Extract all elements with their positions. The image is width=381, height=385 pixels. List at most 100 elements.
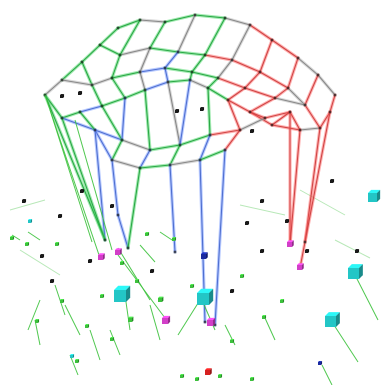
cube-marker-side: [78, 358, 80, 363]
cube-marker-top: [58, 213, 63, 215]
mesh-edge: [304, 127, 321, 243]
stem-line: [177, 299, 201, 336]
cube-marker: [75, 358, 80, 363]
mesh-edge: [127, 167, 141, 249]
cube-marker-front: [190, 285, 193, 288]
mesh-edge: [227, 99, 241, 131]
cube-marker-top: [35, 318, 40, 320]
mesh-edge: [101, 105, 123, 141]
mesh-edge: [139, 71, 146, 91]
cube-marker-side: [321, 360, 323, 365]
mesh-edge: [199, 149, 226, 161]
cube-marker-front: [100, 295, 103, 298]
cube-marker: [58, 213, 63, 218]
cube-marker: [28, 218, 33, 223]
cube-marker-front: [55, 243, 58, 246]
cube-marker: [230, 338, 235, 343]
cube-marker: [205, 368, 212, 375]
cube-marker-front: [50, 280, 53, 283]
mesh-edge: [299, 127, 321, 131]
cube-marker-front: [40, 255, 43, 258]
cube-marker-top: [28, 218, 33, 220]
cube-marker-front: [172, 238, 175, 241]
mesh-node: [80, 60, 84, 64]
mesh-edge: [61, 117, 96, 131]
mesh-node: [333, 93, 337, 97]
cube-marker-front: [330, 180, 333, 183]
mesh-edge: [91, 84, 103, 107]
mesh-node: [216, 76, 220, 80]
cube-marker-top: [287, 240, 294, 242]
cube-marker-top: [245, 220, 250, 222]
mesh-node: [78, 110, 82, 114]
mesh-edge: [319, 111, 331, 129]
cube-marker-side: [38, 318, 40, 323]
stem-line: [64, 304, 81, 336]
mesh-edge: [231, 24, 251, 61]
cube-marker: [218, 373, 223, 378]
mesh-node: [298, 128, 302, 132]
mesh-node: [263, 116, 267, 120]
cube-marker-top: [25, 241, 30, 243]
cube-marker: [280, 298, 285, 303]
cube-marker: [60, 298, 65, 303]
cube-marker-top: [110, 203, 115, 205]
cube-marker-front: [75, 360, 78, 363]
mesh-node: [318, 126, 322, 130]
cube-marker-front: [245, 222, 248, 225]
mesh-edge: [244, 87, 276, 99]
cube-marker-front: [285, 220, 288, 223]
mesh-edge: [61, 111, 81, 119]
mesh-edge: [164, 51, 179, 69]
cube-marker-side: [43, 253, 45, 258]
mesh-edge: [274, 87, 289, 99]
cube-marker-side: [193, 283, 195, 288]
cube-marker-top: [260, 248, 265, 250]
cube-marker-front: [25, 243, 28, 246]
cube-marker: [348, 264, 363, 279]
cube-marker-side: [123, 260, 125, 265]
cube-marker-side: [126, 285, 131, 302]
cube-marker-side: [63, 298, 65, 303]
mesh-edge: [299, 111, 331, 269]
mesh-edge: [191, 71, 219, 79]
cube-marker-front: [58, 215, 61, 218]
cube-marker-front: [230, 290, 233, 293]
mesh-edge: [297, 57, 319, 76]
mesh-edge: [317, 74, 336, 96]
mesh-edge: [61, 79, 93, 86]
mesh-edge: [139, 47, 151, 73]
cage-wireframe: [43, 13, 337, 327]
mesh-node: [303, 240, 307, 244]
cube-marker-side: [283, 298, 285, 303]
cube-marker-side: [377, 189, 381, 202]
cube-marker-top: [285, 218, 290, 220]
cube-marker-front: [175, 110, 178, 113]
cube-marker-front: [195, 378, 198, 381]
mesh-edge: [81, 61, 93, 86]
mesh-edge: [231, 59, 261, 73]
cube-marker-front: [162, 318, 168, 324]
cube-marker-top: [218, 373, 223, 375]
mesh-node: [90, 83, 94, 87]
cube-marker-top: [158, 296, 164, 298]
cube-marker-top: [200, 106, 205, 108]
mesh-edge: [177, 51, 206, 56]
cube-marker-side: [91, 258, 93, 263]
mesh-node: [123, 96, 127, 100]
cube-marker-front: [201, 254, 206, 259]
mesh-edge: [239, 117, 266, 131]
mesh-node: [118, 53, 122, 57]
cube-marker-top: [368, 189, 381, 193]
mesh-edge: [94, 129, 123, 141]
light-edges: [9, 189, 371, 276]
cube-marker-top: [180, 373, 185, 375]
cube-marker: [135, 278, 140, 283]
mesh-edge: [271, 124, 301, 131]
cube-marker-top: [305, 248, 310, 250]
cube-marker-side: [198, 376, 200, 381]
mesh-edge: [81, 44, 101, 63]
cube-marker-front: [280, 300, 283, 303]
mesh-edge: [111, 54, 121, 79]
